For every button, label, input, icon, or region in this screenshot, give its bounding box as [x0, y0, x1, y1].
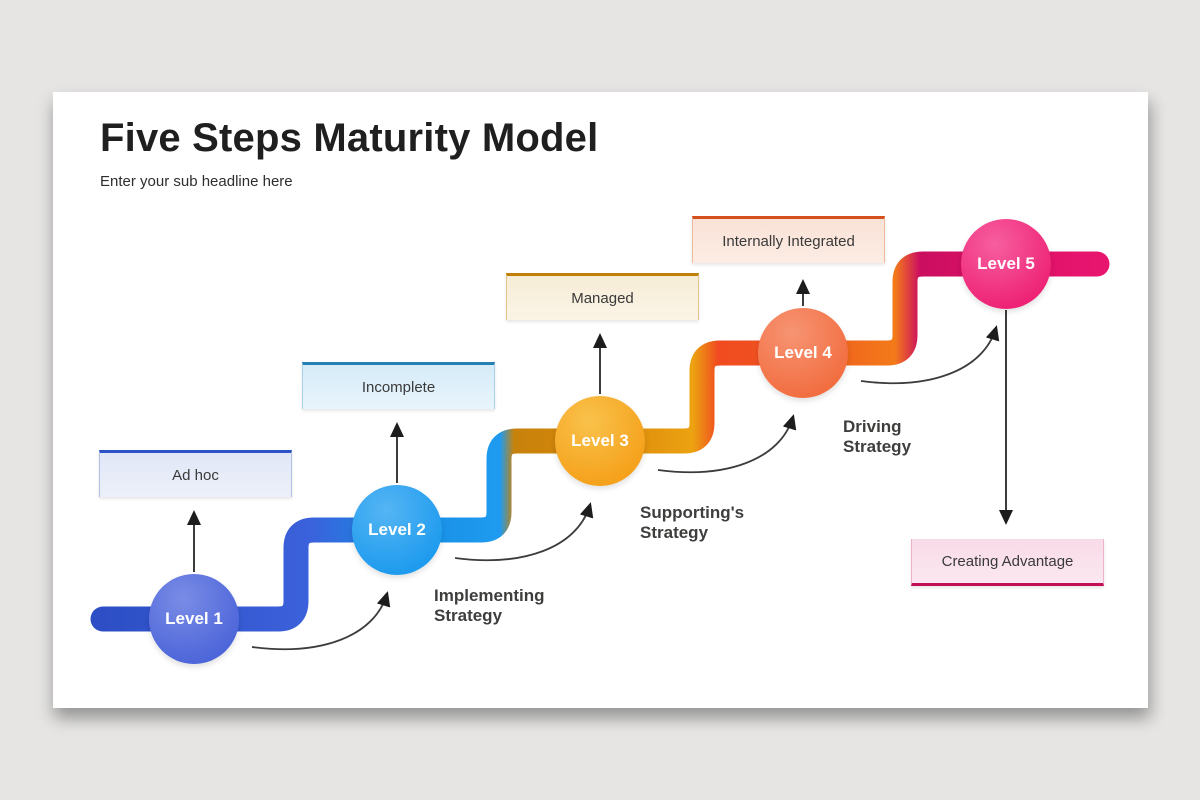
ad-hoc-box: Ad hoc: [99, 450, 292, 497]
driving-strategy-label: Driving Strategy: [843, 417, 912, 456]
incomplete-box: Incomplete: [302, 362, 495, 409]
level-4-label: Level 4: [774, 343, 832, 362]
managed-box: Managed: [506, 273, 699, 320]
level-3-circle: Level 3: [555, 396, 645, 486]
ad-hoc-label: Ad hoc: [172, 466, 219, 484]
internally-integrated-label: Internally Integrated: [722, 232, 855, 250]
level-5-label: Level 5: [977, 254, 1035, 273]
managed-label: Managed: [571, 289, 634, 307]
curved-arrow-icon-2: [454, 502, 594, 562]
curved-arrow-icon-1: [251, 591, 391, 651]
curved-arrow-icon-4: [860, 325, 1000, 385]
page-title: Five Steps Maturity Model: [100, 116, 599, 160]
level-5-circle: Level 5: [961, 219, 1051, 309]
level-3-label: Level 3: [571, 431, 629, 450]
level-4-circle: Level 4: [758, 308, 848, 398]
implementing-strategy-label: Implementing Strategy: [434, 586, 545, 625]
level-2-circle: Level 2: [352, 485, 442, 575]
supportings-strategy-label: Supporting's Strategy: [640, 503, 745, 542]
page-subtitle: Enter your sub headline here: [100, 173, 293, 190]
incomplete-label: Incomplete: [361, 378, 436, 396]
level-1-circle: Level 1: [149, 574, 239, 664]
level-2-label: Level 2: [368, 520, 426, 539]
internally-integrated-box: Internally Integrated: [692, 216, 885, 263]
creating-advantage-box: Creating Advantage: [911, 539, 1104, 586]
level-1-label: Level 1: [165, 609, 223, 628]
creating-advantage-label: Creating Advantage: [941, 552, 1074, 570]
curved-arrow-icon-3: [657, 414, 797, 474]
